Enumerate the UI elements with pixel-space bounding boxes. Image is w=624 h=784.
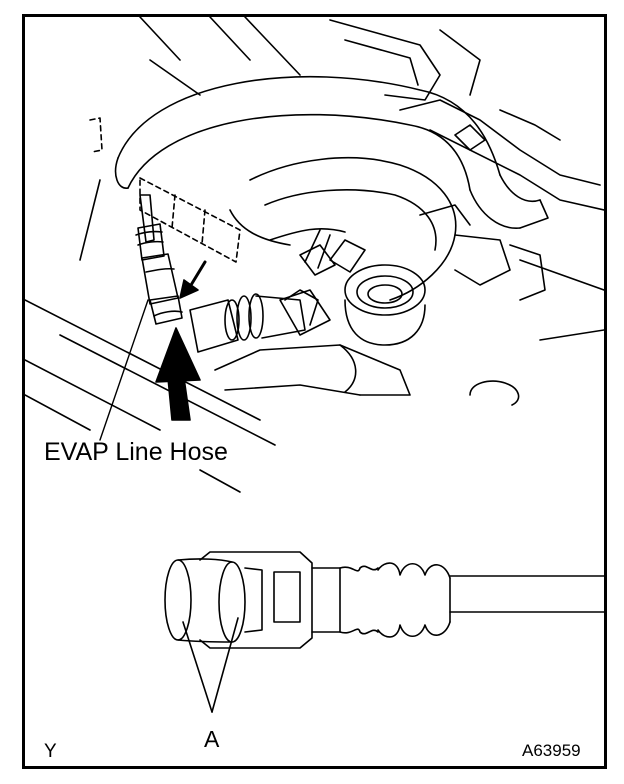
figure-code-label: A63959 — [522, 741, 581, 760]
figure-frame — [22, 14, 607, 769]
large-up-arrow-icon — [156, 328, 200, 420]
small-arrow-icon — [180, 262, 205, 298]
view-code-label: Y — [44, 741, 57, 762]
engine-bay-drawing — [25, 17, 604, 492]
evap-leader-line — [100, 300, 148, 440]
part-a-label: A — [204, 726, 220, 752]
connector-detail-drawing — [165, 552, 604, 712]
evap-line-hose — [136, 195, 182, 324]
evap-line-hose-label: EVAP Line Hose — [44, 438, 228, 466]
